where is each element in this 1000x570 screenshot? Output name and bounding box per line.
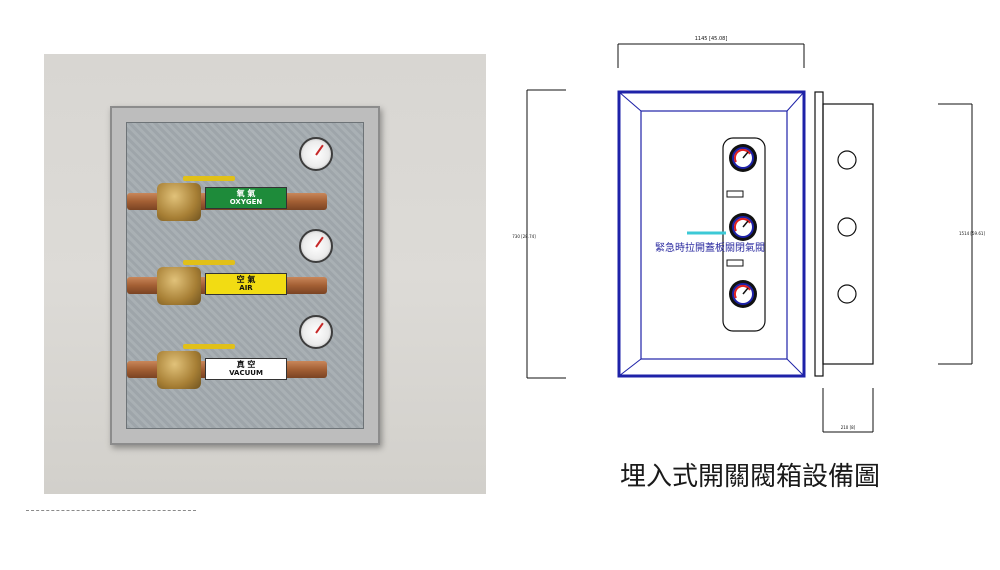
side-view-body — [822, 103, 874, 365]
vacuum-valve — [157, 351, 201, 389]
oxygen-valve-handle — [183, 176, 235, 181]
air-label-zh: 空 氣 — [236, 275, 256, 284]
panel-slot-1 — [726, 190, 744, 198]
vacuum-label-en: VACUUM — [229, 369, 263, 377]
air-label: 空 氣 AIR — [205, 273, 287, 295]
air-valve-handle — [183, 260, 235, 265]
vacuum-label: 真 空 VACUUM — [205, 358, 287, 380]
side-view-port-3 — [837, 284, 857, 304]
drawing-caption: 埋入式開關閥箱設備圖 — [620, 462, 881, 492]
dim-right-line — [938, 103, 973, 365]
oxygen-label-zh: 氧 氣 — [236, 189, 256, 198]
side-view-port-2 — [837, 217, 857, 237]
air-pressure-gauge — [299, 229, 333, 263]
front-view-inner-frame — [640, 110, 788, 360]
gauge-bottom — [729, 280, 757, 308]
oxygen-pressure-gauge — [299, 137, 333, 171]
dim-left-line — [526, 89, 566, 379]
vacuum-label-zh: 真 空 — [236, 360, 256, 369]
cabinet-frame: 氧 氣 OXYGEN 空 氣 AIR 真 空 VACUUM — [110, 106, 380, 445]
dim-right-label: 1514 [59.61] — [959, 231, 985, 236]
gauge-top — [729, 144, 757, 172]
side-view-port-1 — [837, 150, 857, 170]
emergency-annotation: 緊急時拉開蓋板關閉氣閥 — [655, 241, 765, 254]
side-view-flange — [814, 91, 824, 377]
air-valve — [157, 267, 201, 305]
scan-artifact-line — [26, 510, 196, 512]
air-label-en: AIR — [239, 284, 253, 292]
dim-depth-label: 210 [8] — [841, 425, 856, 430]
cabinet-backplate: 氧 氣 OXYGEN 空 氣 AIR 真 空 VACUUM — [126, 122, 364, 429]
vacuum-pressure-gauge — [299, 315, 333, 349]
oxygen-valve — [157, 183, 201, 221]
front-view-bevel-lines — [618, 91, 805, 377]
front-view-outer-frame — [617, 90, 806, 378]
dim-top-line — [617, 43, 805, 68]
panel-slot-2 — [726, 259, 744, 267]
valve-box-photo: 氧 氣 OXYGEN 空 氣 AIR 真 空 VACUUM — [44, 54, 486, 494]
oxygen-label: 氧 氣 OXYGEN — [205, 187, 287, 209]
dim-left-label: 730 [28.74] — [512, 234, 536, 239]
gauge-middle — [729, 213, 757, 241]
dim-depth-line — [822, 388, 874, 433]
vacuum-valve-handle — [183, 344, 235, 349]
dim-top-label: 1145 [45.08] — [695, 36, 728, 42]
oxygen-label-en: OXYGEN — [229, 198, 263, 206]
